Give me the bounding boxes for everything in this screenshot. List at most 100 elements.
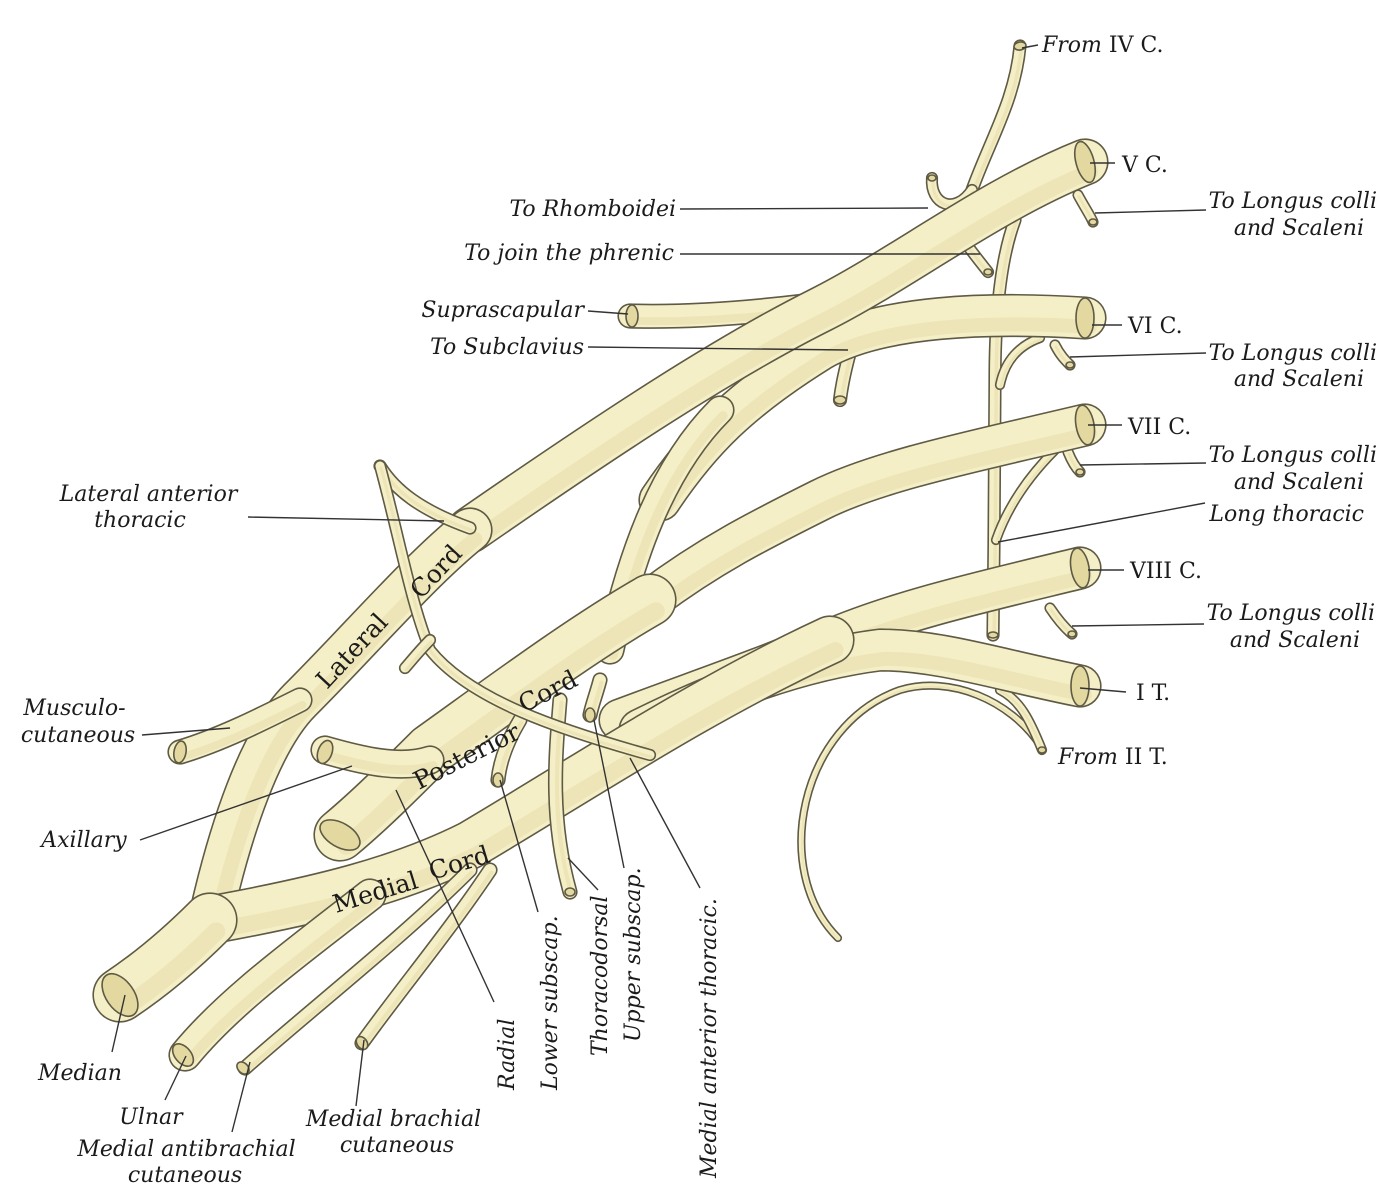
leader-lower-subscap — [499, 779, 539, 913]
nerve-from-iv-c-shade — [971, 46, 1023, 194]
leader-median — [111, 994, 126, 1053]
cap-longus-colli-viii — [1067, 630, 1077, 638]
label-longus-colli-2: To Longus colli and Scaleni — [1209, 341, 1384, 392]
label-median: Median — [37, 1061, 122, 1086]
label-longus-colli-1: To Longus colli and Scaleni — [1209, 189, 1384, 241]
leader-long-thoracic — [997, 502, 1206, 543]
label-long-thoracic: Long thoracic — [1208, 502, 1364, 527]
nerve-medial-anterior-thoracic-shade — [379, 466, 653, 759]
label-ulnar: Ulnar — [119, 1105, 184, 1130]
label-medial-antibrachial: Medial antibrachial cutaneous — [76, 1137, 302, 1188]
nerve-medial-cord-shade — [207, 642, 844, 939]
nerve-lateral-ant-thoracic-twig-fill — [400, 635, 435, 673]
nerve-from-ii-t-arc-fill — [798, 683, 1043, 941]
cap-longus-colli-v — [1088, 218, 1098, 226]
nerve-from-ii-t-root-shade — [999, 690, 1045, 753]
nerve-from-ii-t-arc-outline — [797, 681, 1045, 943]
cap-from-ii-t — [1037, 746, 1047, 754]
leader-medial-antibrachial — [231, 1061, 251, 1133]
nerve-musculocutaneous — [167, 687, 313, 765]
root-label-viii-c: VIII C. — [1129, 559, 1202, 584]
leader-medial-brachial — [355, 1039, 365, 1107]
nerve-axillary — [310, 735, 445, 779]
nerve-lateral-ant-thoracic-twig — [398, 633, 437, 675]
leader-longus-3 — [1079, 462, 1207, 466]
leader-radial — [395, 789, 495, 1003]
nerve-medial-antibrachial — [237, 862, 478, 1076]
nerve-long-thoracic-vii-root-shade — [995, 450, 1058, 543]
label-axillary: Axillary — [39, 828, 127, 853]
root-label-i-t: I T. — [1136, 681, 1170, 706]
nerve-vii-c-shade — [647, 426, 1097, 616]
label-medial-brachial: Medial brachial cutaneous — [305, 1107, 488, 1158]
label-medial-anterior-thoracic: Medial anterior thoracic. — [697, 898, 722, 1179]
label-longus-colli-4: To Longus colli and Scaleni — [1207, 601, 1382, 653]
cap-musculocutaneous — [172, 740, 188, 764]
cap-phrenic — [983, 268, 993, 276]
leader-i-t — [1079, 687, 1127, 693]
nerve-long-thoracic-vii-root — [990, 444, 1061, 546]
leader-longus-2 — [1069, 352, 1207, 358]
nerve-ulnar-fill — [170, 880, 385, 1070]
cap-medial-antibrachial — [236, 1061, 250, 1075]
cap-thoracodorsal — [564, 887, 576, 897]
cap-upper-subscap — [584, 707, 596, 723]
cap-vii-c — [1074, 404, 1096, 446]
nerve-vii-c — [628, 403, 1107, 622]
nerve-ulnar-shade — [183, 896, 379, 1067]
cap-rhomboidei — [927, 174, 937, 182]
nerve-posterior-cord — [313, 573, 677, 862]
nerve-posterior-cord-shade — [337, 602, 665, 855]
nerve-axillary-fill — [312, 737, 443, 778]
nerve-from-ii-t-root — [994, 684, 1048, 756]
nerve-medial-antibrachial-fill — [239, 864, 476, 1074]
leader-lines — [111, 44, 1207, 1133]
cap-medial-brachial — [355, 1035, 369, 1051]
nerve-ulnar — [168, 878, 387, 1072]
nerve-long-thoracic-vi-root — [994, 332, 1046, 391]
nerve-musculocutaneous-shade — [178, 700, 307, 761]
nerve-medial-anterior-thoracic — [373, 459, 657, 762]
leader-thoracodorsal — [567, 857, 599, 891]
leader-ulnar — [164, 1055, 187, 1101]
cap-long-thoracic — [987, 631, 999, 639]
label-thoracodorsal: Thoracodorsal — [588, 895, 613, 1056]
nerve-long-thoracic-vi-root-shade — [999, 338, 1043, 388]
nerve-trunks — [92, 39, 1109, 1076]
label-upper-subscap: Upper subscap. — [621, 867, 646, 1042]
nerve-medial-brachial — [354, 862, 498, 1051]
nerve-axillary-shade — [323, 751, 438, 775]
label-to-join-phrenic: To join the phrenic — [464, 241, 674, 266]
leader-subclavius — [587, 346, 849, 351]
label-to-rhomboidei: To Rhomboidei — [509, 197, 676, 222]
leader-medial-anterior-thoracic — [629, 757, 701, 889]
nerve-medial-cord-fill — [187, 617, 853, 943]
leader-suprascapular — [587, 310, 629, 315]
nerve-medial-cord — [185, 615, 855, 945]
nerve-vi-c-shade — [657, 317, 1097, 516]
cap-posterior-cord — [319, 819, 361, 851]
cap-suprascapular — [625, 304, 639, 328]
nerve-medial-antibrachial-shade — [244, 870, 474, 1073]
leader-upper-subscap — [593, 719, 625, 869]
leader-longus-4 — [1071, 623, 1205, 627]
nerve-v-c — [446, 138, 1109, 554]
leader-from-iv-c — [1021, 44, 1039, 49]
nerve-lateral-ant-thoracic-twig-shade — [404, 640, 433, 672]
nerve-long-thoracic-shade — [992, 220, 1018, 639]
root-label-from-ii-t: From II T. — [1057, 745, 1168, 770]
leader-axillary — [139, 765, 353, 841]
cap-axillary — [316, 739, 334, 765]
cap-longus-colli-vi — [1065, 361, 1075, 369]
nerve-vii-c-fill — [630, 405, 1105, 620]
cap-median — [101, 972, 139, 1018]
nerve-from-ii-t-arc-shade — [800, 685, 1042, 941]
nerve-end-caps — [101, 41, 1098, 1075]
leader-rhomboidei — [679, 207, 929, 210]
cap-longus-colli-vii — [1075, 468, 1085, 476]
leader-musculocutaneous — [141, 727, 231, 736]
label-longus-colli-3: To Longus colli and Scaleni — [1209, 443, 1384, 495]
cap-vi-c — [1075, 297, 1095, 339]
root-label-vii-c: VII C. — [1127, 415, 1191, 440]
